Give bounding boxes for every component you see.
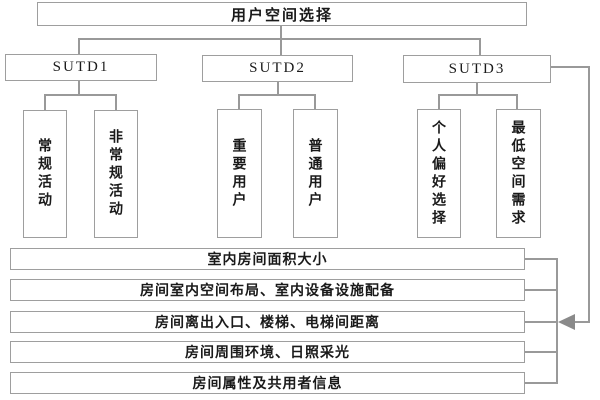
node-minimum-space: 最低空间需求: [496, 109, 541, 238]
criteria-bar-distances: 房间离出入口、楼梯、电梯间距离: [10, 311, 525, 333]
connector-bar4-stub: [525, 351, 558, 353]
connector-sutd1-drop-right: [115, 94, 117, 110]
node-regular-activities-label: 常规活动: [37, 138, 53, 210]
connector-sutd3-drop-left: [438, 94, 440, 109]
node-sutd2: SUTD2: [202, 55, 353, 82]
connector-sutd1-trunk: [78, 81, 80, 96]
node-sutd1: SUTD1: [5, 54, 157, 81]
criteria-bar-room-area-label: 室内房间面积大小: [207, 251, 328, 267]
connector-root-trunk: [280, 26, 282, 55]
connector-sutd2-rail: [238, 94, 316, 96]
criteria-bar-attributes-cousers: 房间属性及共用者信息: [10, 372, 525, 394]
connector-sutd3-rail: [438, 94, 518, 96]
criteria-bar-environment-daylight-label: 房间周围环境、日照采光: [185, 344, 350, 360]
node-user-space-selection-label: 用户空间选择: [230, 6, 333, 24]
node-personal-preference-label: 个人偏好选择: [431, 119, 447, 228]
connector-drop-sutd3: [479, 38, 481, 55]
connector-bar3-stub: [525, 321, 558, 323]
node-ordinary-users-label: 普通用户: [307, 137, 324, 210]
criteria-bar-room-area: 室内房间面积大小: [10, 248, 525, 270]
criteria-bar-environment-daylight: 房间周围环境、日照采光: [10, 341, 525, 363]
criteria-bar-distances-label: 房间离出入口、楼梯、电梯间距离: [155, 314, 380, 330]
connector-feedback-top: [551, 66, 589, 68]
connector-sutd3-drop-right: [516, 94, 518, 109]
connector-bar2-stub: [525, 289, 558, 291]
node-sutd3: SUTD3: [403, 55, 551, 83]
connector-sutd1-rail: [44, 94, 117, 96]
connector-criteria-trunk: [556, 258, 558, 384]
criteria-bar-layout-facilities-label: 房间室内空间布局、室内设备设施配备: [140, 282, 395, 298]
node-irregular-activities: 非常规活动: [94, 110, 138, 238]
node-irregular-activities-label: 非常规活动: [108, 129, 124, 219]
connector-sutd1-drop-left: [44, 94, 46, 110]
connector-branch-rail: [79, 38, 481, 40]
connector-feedback-horizontal: [574, 321, 589, 323]
node-important-users: 重要用户: [217, 109, 262, 238]
connector-drop-sutd1: [78, 38, 80, 54]
node-sutd2-label: SUTD2: [249, 60, 306, 76]
connector-sutd3-trunk: [476, 83, 478, 96]
node-user-space-selection: 用户空间选择: [37, 2, 527, 26]
node-sutd3-label: SUTD3: [448, 60, 506, 77]
left-arrow-head-icon: [558, 314, 575, 330]
node-sutd1-label: SUTD1: [52, 59, 110, 75]
connector-sutd2-drop-right: [314, 94, 316, 109]
connector-sutd2-trunk: [277, 82, 279, 96]
criteria-bar-layout-facilities: 房间室内空间布局、室内设备设施配备: [10, 279, 525, 301]
node-minimum-space-label: 最低空间需求: [510, 119, 527, 228]
connector-feedback-vertical: [588, 66, 590, 323]
connector-bar5-stub: [525, 382, 558, 384]
node-ordinary-users: 普通用户: [293, 109, 338, 238]
node-personal-preference: 个人偏好选择: [417, 109, 461, 238]
node-regular-activities: 常规活动: [23, 110, 67, 238]
node-important-users-label: 重要用户: [231, 137, 248, 210]
connector-bar1-stub: [525, 258, 558, 260]
criteria-bar-attributes-cousers-label: 房间属性及共用者信息: [192, 375, 343, 391]
connector-sutd2-drop-left: [238, 94, 240, 109]
